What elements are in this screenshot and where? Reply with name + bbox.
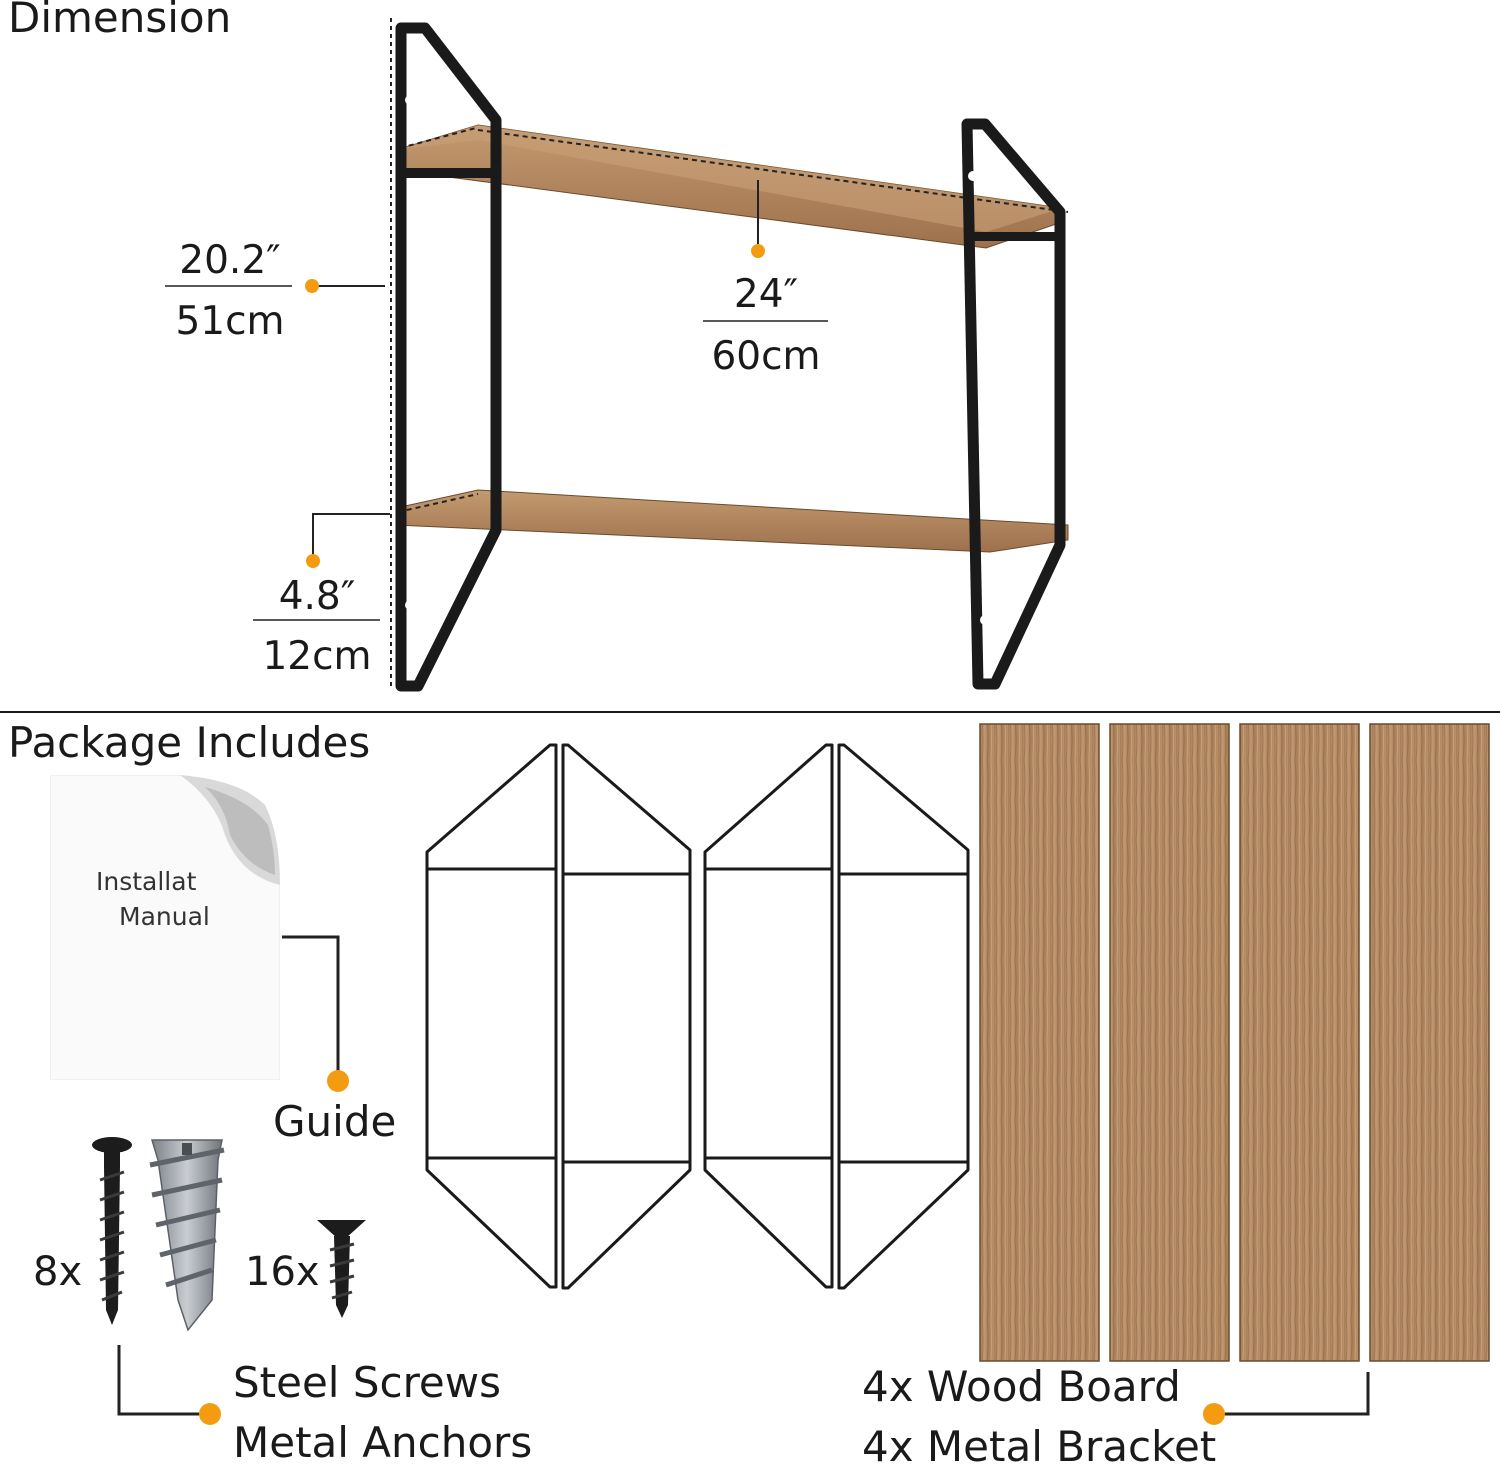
dimension-callouts: [165, 180, 828, 621]
wood-board-2: [1109, 723, 1230, 1362]
hardware-dot: [199, 1403, 221, 1425]
screws-count: 8x: [33, 1249, 83, 1295]
wall-shelf-image: [390, 18, 1069, 692]
width-cm: 60cm: [711, 334, 821, 379]
width-inches: 24″: [733, 272, 799, 317]
wood-dot: [1203, 1403, 1225, 1425]
guide-dot: [327, 1070, 349, 1092]
height-dot: [305, 279, 319, 293]
small-screw-image: [317, 1220, 366, 1318]
depth-cm: 12cm: [262, 634, 372, 679]
page-curl-icon: [180, 775, 280, 885]
right-metal-bracket: [961, 118, 1066, 690]
left-metal-bracket: [395, 22, 502, 692]
wood-connector: [1222, 1372, 1370, 1416]
metal-anchor-image: [149, 1139, 225, 1332]
width-dot: [751, 244, 765, 258]
metal-bracket-label: 4x Metal Bracket: [862, 1422, 1217, 1471]
metal-anchors-label: Metal Anchors: [233, 1418, 533, 1467]
wood-board-1: [979, 723, 1100, 1362]
wood-boards: [979, 723, 1490, 1362]
dimension-title: Dimension: [8, 0, 232, 42]
anchors-count: 16x: [245, 1249, 320, 1295]
height-cm: 51cm: [175, 299, 285, 344]
guide-connector: [282, 935, 340, 1074]
wood-board-3: [1239, 723, 1360, 1362]
wood-board-label: 4x Wood Board: [862, 1362, 1181, 1411]
depth-inches: 4.8″: [278, 574, 356, 619]
package-title: Package Includes: [8, 718, 371, 767]
flat-metal-brackets: [425, 743, 970, 1290]
guide-label: Guide: [273, 1097, 397, 1146]
manual-line-1: Installat: [96, 867, 197, 896]
wood-board-4: [1369, 723, 1490, 1362]
height-inches: 20.2″: [179, 238, 281, 283]
installation-manual: Installat Manual: [50, 775, 280, 1080]
steel-screw-image: [92, 1137, 132, 1325]
manual-line-2: Manual: [119, 902, 210, 931]
hardware-connector: [117, 1345, 202, 1416]
steel-screws-label: Steel Screws: [233, 1358, 501, 1407]
depth-dot: [306, 554, 320, 568]
